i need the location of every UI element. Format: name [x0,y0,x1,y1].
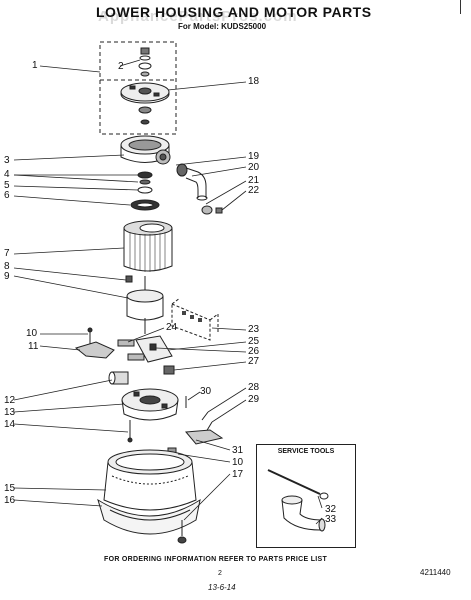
ordering-note: FOR ORDERING INFORMATION REFER TO PARTS … [104,556,328,563]
callout-4: 4 [4,169,10,180]
part-24-spring [117,339,135,347]
callout-20: 20 [248,162,260,173]
callout-21: 21 [248,175,260,186]
part-13-lower-bracket [121,388,179,421]
callout-17: 17 [232,469,244,480]
callout-15: 15 [4,483,16,494]
part-17-grommet [177,520,187,544]
page-edge-mark [460,0,461,14]
part-25-switch-assembly [135,335,175,375]
part-16-mounting-ring [97,498,201,535]
top-assembly-bracket [99,41,177,135]
callout-1: 1 [32,60,38,71]
callout-24: 24 [166,322,178,333]
callout-33: 33 [325,514,337,525]
callout-6: 6 [4,190,10,201]
part-12-bushing [108,371,129,385]
service-tools-title: SERVICE TOOLS [277,448,335,455]
part-18-flywheel-plate [120,82,170,125]
callout-32: 32 [325,504,337,515]
part-11-cover-plate [74,341,115,359]
part-20-discharge-elbow [176,163,223,215]
leader-lines [13,59,323,525]
part-15-lower-housing [103,449,197,511]
callout-23: 23 [248,324,260,335]
callout-31: 31 [232,445,244,456]
part-2-screw [138,47,152,77]
part-5-seal [137,186,153,194]
callout-30: 30 [200,386,212,397]
handwritten-note: 13-6-14 [208,583,236,592]
callout-3: 3 [4,155,10,166]
callout-28: 28 [248,382,260,393]
part-9-rotor [125,275,164,334]
callout-5: 5 [4,180,10,191]
watermark: AppliancePartsPros.com [98,8,298,25]
part-31-plate [185,429,224,445]
callout-27: 27 [248,356,260,367]
callout-19: 19 [248,151,260,162]
part-28-screw [201,411,209,421]
callout-12: 12 [4,395,16,406]
part-4-washer [139,179,151,185]
callout-29: 29 [248,394,260,405]
callout-26: 26 [248,346,260,357]
callout-25: 25 [248,336,260,347]
callout-7: 7 [4,248,10,259]
model-subtitle: For Model: KUDS25000 [178,22,267,31]
callout-2: 2 [118,61,124,72]
service-tools-box: SERVICE TOOLS 32 33 [256,444,356,548]
callout-10-lower: 10 [232,457,244,468]
page-number: 2 [218,570,222,577]
page-title: LOWER HOUSING AND MOTOR PARTS [96,4,372,20]
service-tool-33-elbow [281,495,326,532]
document-number: 4211440 [420,568,451,577]
callout-13: 13 [4,407,16,418]
callout-16: 16 [4,495,16,506]
callout-10: 10 [26,328,38,339]
part-7-stator [123,220,173,272]
callout-8: 8 [4,261,10,272]
part-3-upper-housing [120,135,171,165]
callout-22: 22 [248,185,260,196]
part-4-washer [137,171,153,179]
service-tool-32-wrench [267,469,329,500]
callout-9: 9 [4,271,10,282]
part-23-terminal-block [171,297,219,341]
callout-18: 18 [248,76,260,87]
callout-11: 11 [28,341,39,352]
callout-14: 14 [4,419,16,430]
